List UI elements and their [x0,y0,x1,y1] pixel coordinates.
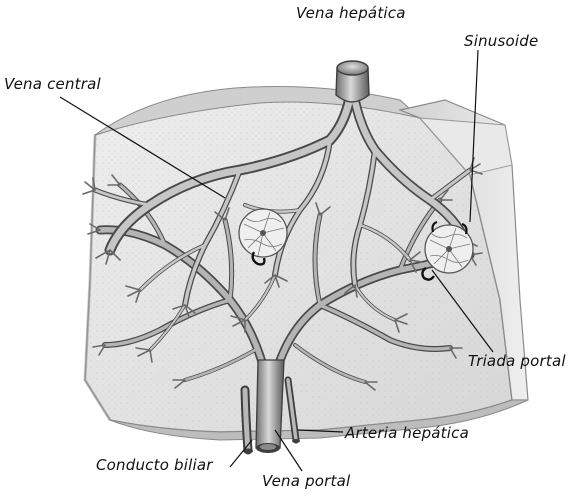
hepatic-vein-trunk [336,61,369,102]
label-hepatic-artery: Arteria hepática [345,424,469,442]
label-portal-triad: Triada portal [468,352,566,370]
label-sinusoid: Sinusoide [464,32,538,50]
label-hepatic-vein: Vena hepática [296,4,406,22]
label-bile-duct: Conducto biliar [96,456,213,474]
label-portal-vein: Vena portal [262,472,350,490]
label-central-vein: Vena central [4,75,101,93]
